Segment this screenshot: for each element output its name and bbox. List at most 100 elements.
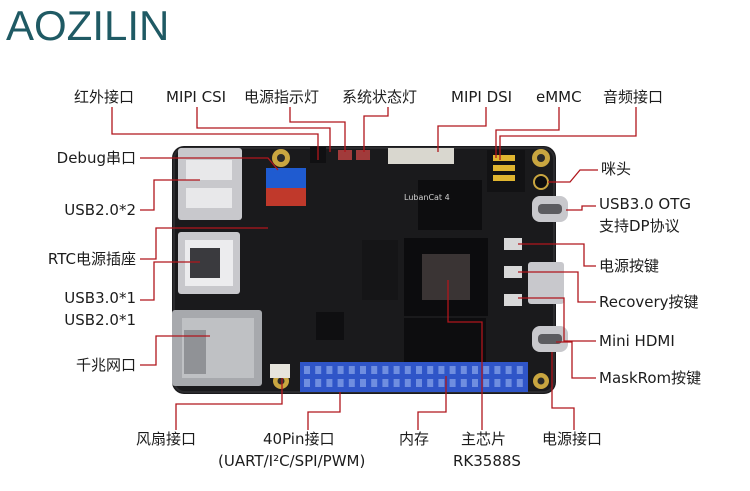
status-led	[356, 150, 370, 160]
gpio-pin	[449, 379, 456, 387]
mount-hole	[277, 377, 285, 385]
label-mipi-dsi: MIPI DSI	[451, 88, 513, 106]
label-main-chip: 主芯片	[461, 430, 507, 448]
leader-mini-hdmi	[518, 297, 596, 342]
leader-usb20x2	[140, 179, 200, 211]
leader-power-led	[289, 107, 346, 152]
label-usb20-x2: USB2.0*2	[64, 201, 136, 219]
leader-usb-otg	[566, 205, 596, 211]
label-power-port: 电源接口	[542, 430, 603, 448]
label-audio-interface: 音频接口	[603, 88, 664, 106]
brand-logo: AOZILIN	[6, 2, 170, 49]
gpio-pin	[472, 379, 478, 387]
leader-40pin	[307, 392, 341, 430]
label-debug-serial: Debug串口	[56, 149, 136, 167]
gpio-pin	[404, 379, 411, 387]
power-led	[338, 150, 352, 160]
label-main-chip-model: RK3588S	[453, 452, 521, 470]
gpio-pin	[348, 379, 355, 387]
label-40pin-protocols: (UART/I²C/SPI/PWM)	[218, 452, 366, 470]
label-maskrom-button: MaskRom按键	[599, 369, 702, 387]
pmic-chip	[316, 312, 344, 340]
label-power-led: 电源指示灯	[244, 88, 320, 106]
gpio-pin	[337, 379, 344, 387]
gpio-pin	[326, 366, 333, 374]
gpio-pin	[472, 366, 478, 374]
leader-usb30	[140, 261, 200, 301]
usb20-dual-port	[178, 148, 242, 220]
debug-header	[266, 168, 306, 188]
board-silk-name: LubanCat 4	[404, 193, 450, 202]
gpio-pin	[460, 366, 467, 374]
gpio-pin	[516, 379, 523, 387]
gpio-pin	[326, 379, 333, 387]
leader-emmc	[495, 107, 560, 158]
label-gigabit-ethernet: 千兆网口	[75, 356, 136, 374]
leader-soc	[447, 280, 483, 430]
leader-power-btn	[518, 243, 596, 267]
gpio-pin	[483, 366, 490, 374]
gpio-pin	[393, 366, 400, 374]
gpio-pin	[449, 366, 456, 374]
recovery-button	[504, 266, 522, 278]
power-button	[504, 238, 522, 250]
label-ir-interface: 红外接口	[74, 88, 135, 106]
label-mipi-csi: MIPI CSI	[166, 88, 227, 106]
fan-connector	[270, 364, 290, 378]
gpio-pin	[360, 379, 366, 387]
usb-hub-chip	[362, 240, 398, 300]
gpio-pin	[483, 379, 490, 387]
gpio-pin	[438, 379, 445, 387]
gpio-pin	[371, 379, 378, 387]
mount-hole	[537, 377, 545, 385]
gpio-pin	[360, 366, 366, 374]
mount-hole	[537, 154, 545, 162]
label-mini-hdmi: Mini HDMI	[599, 332, 675, 350]
label-usb30-x1: USB3.0*1	[64, 289, 136, 307]
gpio-pin	[348, 366, 355, 374]
label-recovery-button: Recovery按键	[599, 293, 699, 311]
label-fan-interface: 风扇接口	[136, 430, 197, 448]
maskrom-button	[504, 294, 522, 306]
gpio-pin	[371, 366, 378, 374]
leader-status-led	[363, 107, 389, 152]
emmc-chip	[418, 180, 482, 230]
label-memory: 内存	[399, 430, 430, 448]
gpio-pin	[427, 366, 434, 374]
leader-debug	[140, 157, 279, 171]
leader-ir	[111, 107, 319, 160]
leader-memory	[417, 376, 447, 430]
gpio-40pin-header	[300, 362, 528, 392]
gpio-pin	[315, 366, 322, 374]
leader-ethernet	[140, 335, 210, 366]
label-rtc-socket: RTC电源插座	[47, 250, 136, 268]
gpio-pin	[382, 366, 389, 374]
label-microphone: 咪头	[601, 160, 632, 178]
label-emmc: eMMC	[536, 88, 582, 106]
gpio-pin	[427, 379, 434, 387]
gpio-pin	[315, 379, 322, 387]
callout-leaders	[111, 107, 637, 430]
gpio-pin	[304, 379, 310, 387]
gpio-pin	[393, 379, 400, 387]
label-usb20-x1: USB2.0*1	[64, 311, 136, 329]
gpio-pin	[304, 366, 310, 374]
label-status-led: 系统状态灯	[342, 88, 418, 106]
leader-audio	[499, 107, 637, 160]
leader-mic	[548, 169, 598, 183]
gpio-pin	[505, 379, 512, 387]
leader-rtc	[140, 227, 268, 260]
gpio-pin	[494, 366, 501, 374]
mipi-dsi-connector	[388, 148, 454, 164]
gpio-pin	[494, 379, 501, 387]
gpio-pin	[516, 366, 523, 374]
gpio-header-body	[300, 362, 528, 392]
mount-hole	[277, 154, 285, 162]
label-power-button: 电源按键	[599, 257, 660, 275]
gpio-pin	[382, 379, 389, 387]
microphone	[533, 174, 549, 190]
leader-recovery	[518, 271, 596, 303]
leader-mipi-csi	[196, 107, 331, 152]
gpio-pin	[505, 366, 512, 374]
